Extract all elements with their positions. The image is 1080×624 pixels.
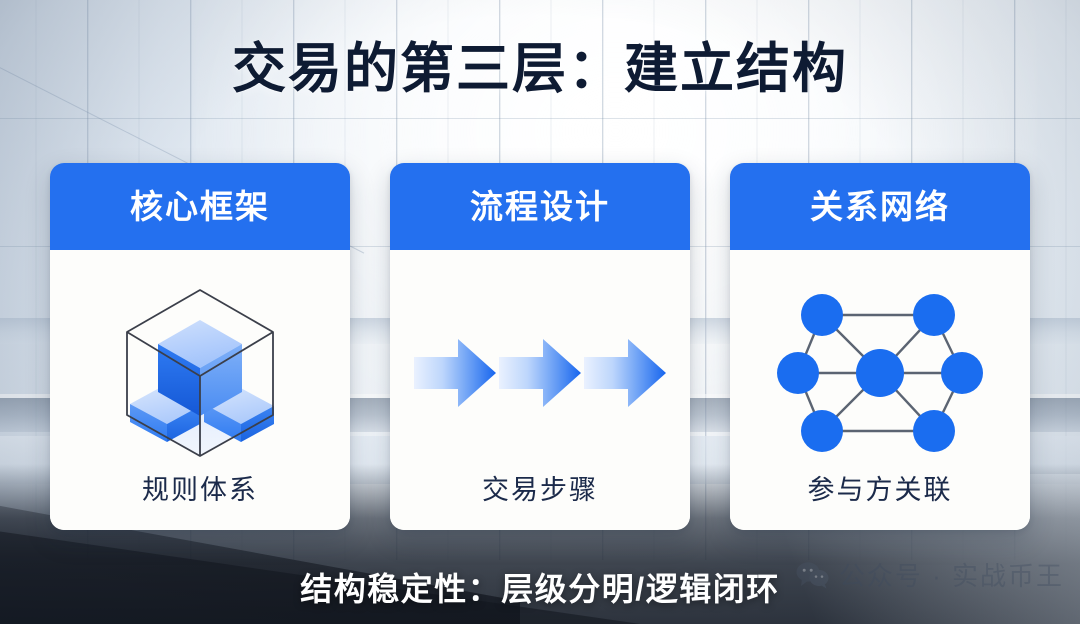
card-caption-process-design: 交易步骤 bbox=[482, 475, 598, 505]
network-node bbox=[941, 351, 983, 394]
network-node bbox=[801, 293, 843, 336]
watermark-label: 公众号 · 实战币王 bbox=[838, 561, 1064, 591]
card-row: 核心框架 bbox=[50, 163, 1030, 530]
card-body-process-design: 交易步骤 bbox=[390, 250, 690, 530]
icon-slot bbox=[50, 268, 350, 477]
network-nodes bbox=[777, 293, 983, 452]
card-process-design[interactable]: 流程设计 bbox=[390, 163, 690, 530]
card-caption-core-framework: 规则体系 bbox=[142, 475, 258, 505]
cube-block-top bbox=[158, 319, 242, 416]
card-header-label: 流程设计 bbox=[470, 188, 610, 225]
isometric-cube-icon bbox=[126, 288, 274, 457]
card-header-relationship-network: 关系网络 bbox=[730, 163, 1030, 250]
background-transom-line bbox=[0, 118, 1080, 119]
network-node bbox=[913, 293, 955, 336]
page-title: 交易的第三层：建立结构 bbox=[232, 39, 848, 99]
network-node bbox=[913, 409, 955, 452]
card-core-framework[interactable]: 核心框架 bbox=[50, 163, 350, 530]
card-relationship-network[interactable]: 关系网络 bbox=[730, 163, 1030, 530]
network-graph-icon bbox=[777, 293, 983, 452]
icon-slot bbox=[390, 268, 690, 477]
network-node bbox=[777, 351, 819, 394]
card-header-label: 核心框架 bbox=[130, 188, 270, 225]
footer-statement: 结构稳定性：层级分明/逻辑闭环 bbox=[300, 571, 780, 607]
process-arrow-1 bbox=[414, 338, 496, 407]
network-node-center bbox=[856, 348, 904, 397]
cube-wireframe bbox=[126, 288, 274, 457]
card-header-process-design: 流程设计 bbox=[390, 163, 690, 250]
card-header-label: 关系网络 bbox=[810, 188, 950, 225]
process-arrow-2 bbox=[499, 338, 581, 407]
card-body-relationship-network: 参与方关联 bbox=[730, 250, 1030, 530]
card-header-core-framework: 核心框架 bbox=[50, 163, 350, 250]
process-arrow-3 bbox=[584, 338, 666, 407]
card-caption-relationship-network: 参与方关联 bbox=[807, 475, 953, 505]
network-node bbox=[801, 409, 843, 452]
card-body-core-framework: 规则体系 bbox=[50, 250, 350, 530]
process-arrows-icon bbox=[414, 338, 666, 407]
watermark: 公众号 · 实战币王 bbox=[796, 556, 1064, 593]
icon-slot bbox=[730, 268, 1030, 477]
wechat-icon bbox=[796, 561, 829, 588]
